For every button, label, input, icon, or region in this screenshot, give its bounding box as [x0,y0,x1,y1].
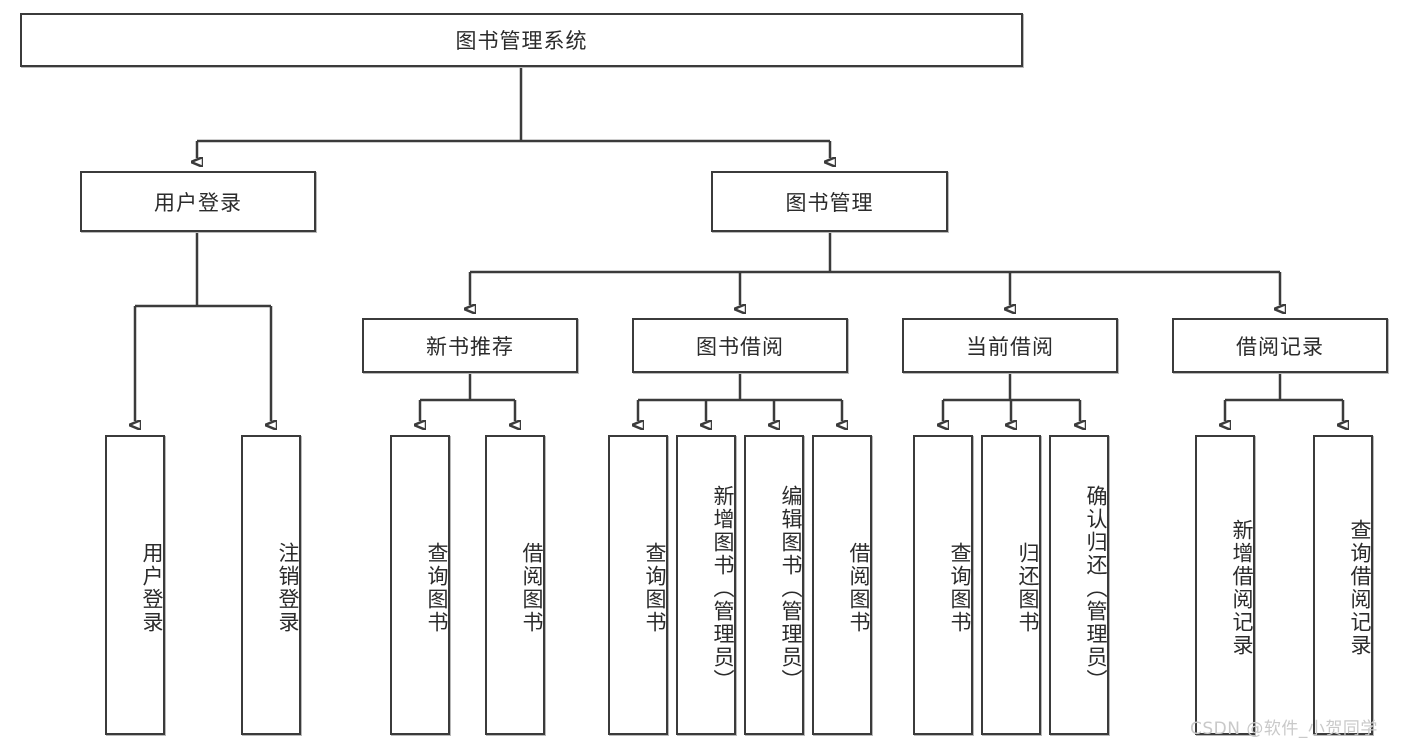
leaf-edit-book-admin[interactable]: 编辑图书（管理员） [744,435,804,735]
leaf-query-books-current[interactable]: 查询图书 [913,435,973,735]
leaf-user-login[interactable]: 用户登录 [105,435,165,735]
node-new-book-recommendation[interactable]: 新书推荐 [362,318,578,373]
leaf-logout-login[interactable]: 注销登录 [241,435,301,735]
leaf-return-books[interactable]: 归还图书 [981,435,1041,735]
leaf-borrow-books-borrowing[interactable]: 借阅图书 [812,435,872,735]
leaf-query-books-new-recommendation[interactable]: 查询图书 [390,435,450,735]
watermark: CSDN @软件_小贺同学 [1190,719,1378,739]
node-current-borrowing[interactable]: 当前借阅 [902,318,1118,373]
leaf-confirm-return-admin[interactable]: 确认归还（管理员） [1049,435,1109,735]
leaf-query-books-borrowing[interactable]: 查询图书 [608,435,668,735]
node-root-book-management-system[interactable]: 图书管理系统 [20,13,1023,67]
node-user-login[interactable]: 用户登录 [80,171,316,232]
node-borrow-records[interactable]: 借阅记录 [1172,318,1388,373]
leaf-query-borrow-record[interactable]: 查询借阅记录 [1313,435,1373,735]
node-book-borrowing[interactable]: 图书借阅 [632,318,848,373]
leaf-add-book-admin[interactable]: 新增图书（管理员） [676,435,736,735]
leaf-add-borrow-record[interactable]: 新增借阅记录 [1195,435,1255,735]
leaf-borrow-books-new-recommendation[interactable]: 借阅图书 [485,435,545,735]
node-book-management[interactable]: 图书管理 [711,171,948,232]
